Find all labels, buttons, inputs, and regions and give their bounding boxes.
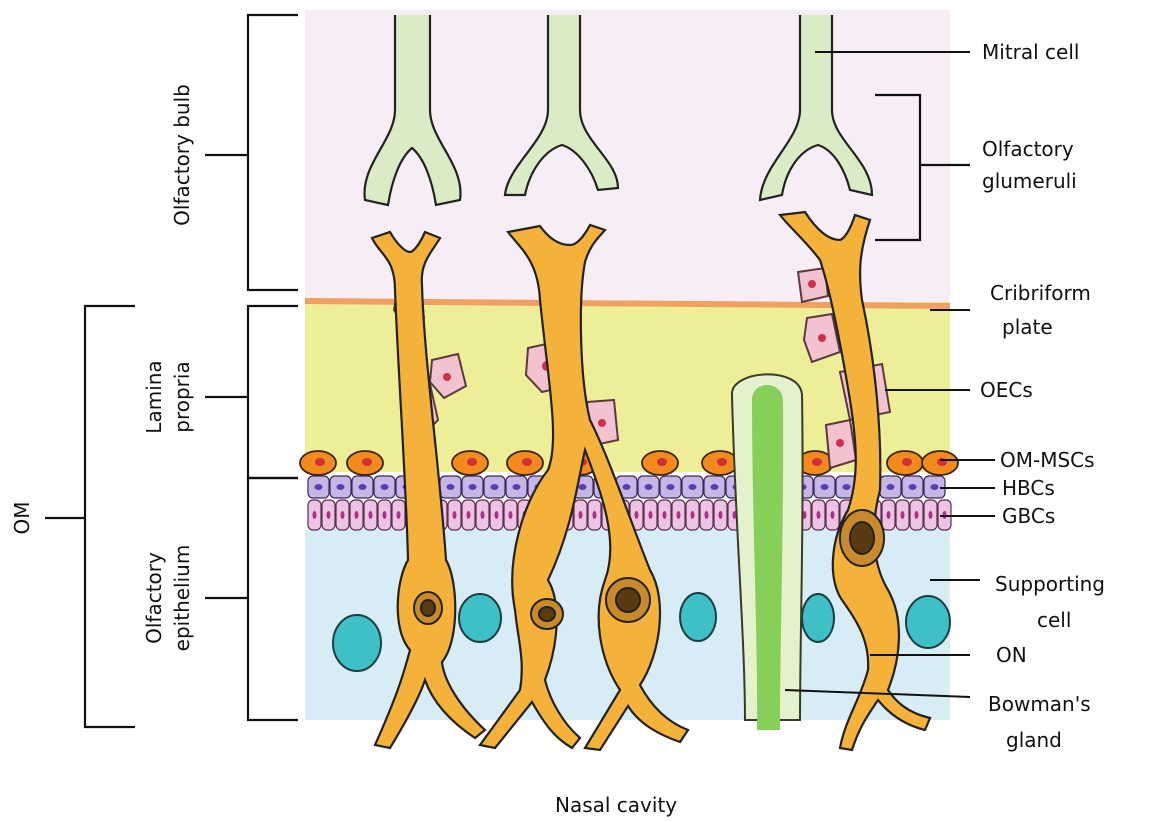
gbc-nucleus: [691, 511, 695, 519]
gbc-nucleus: [467, 511, 471, 519]
label-glumeruli-line2: glumeruli: [982, 165, 1077, 197]
om-msc-nucleus: [812, 458, 822, 466]
gbc-nucleus: [901, 511, 905, 519]
gbc-nucleus: [831, 511, 835, 519]
gbc-nucleus: [817, 511, 821, 519]
label-gbcs: GBCs: [1002, 504, 1055, 528]
label-olfactory-epithelium: Olfactory epithelium: [140, 545, 196, 652]
om-msc-nucleus: [315, 458, 325, 466]
hbc-nucleus: [315, 484, 323, 490]
gbc-nucleus: [705, 511, 709, 519]
om-msc-nucleus: [902, 458, 912, 466]
gbc-nucleus: [383, 511, 387, 519]
hbc-row: [308, 476, 945, 498]
om-msc-nucleus: [467, 458, 477, 466]
label-hbcs: HBCs: [1002, 476, 1055, 500]
olfactory-bulb-bracket: [248, 15, 298, 290]
label-lamina-line2: propria: [168, 360, 196, 433]
label-cribriform-plate: Cribriform plate: [990, 276, 1091, 344]
hbc-nucleus: [645, 484, 653, 490]
label-olfactory-bulb: Olfactory bulb: [170, 84, 194, 226]
gbc-nucleus: [887, 511, 891, 519]
gbc-nucleus: [649, 511, 653, 519]
label-epithelium-line2: epithelium: [168, 545, 196, 652]
gbc-nucleus: [509, 511, 513, 519]
label-om: OM: [10, 502, 34, 535]
hbc-nucleus: [579, 484, 587, 490]
gbc-nucleus: [313, 511, 317, 519]
hbc-nucleus: [711, 484, 719, 490]
label-lamina-propria: Lamina propria: [140, 360, 196, 433]
om-msc-nucleus: [522, 458, 532, 466]
gbc-nucleus: [369, 511, 373, 519]
label-oecs: OECs: [980, 378, 1033, 402]
hbc-nucleus: [447, 484, 455, 490]
hbc-nucleus: [337, 484, 345, 490]
label-olfactory-glumeruli: Olfactory glumeruli: [982, 133, 1077, 197]
label-bowmans-gland: Bowman's gland: [988, 686, 1091, 758]
hbc-nucleus: [909, 484, 917, 490]
olfactory-epithelium-bracket: [248, 478, 298, 720]
hbc-nucleus: [821, 484, 829, 490]
hbc-nucleus: [623, 484, 631, 490]
hbc-nucleus: [359, 484, 367, 490]
lamina-propria-bracket: [248, 306, 298, 478]
hbc-nucleus: [887, 484, 895, 490]
gbc-nucleus: [327, 511, 331, 519]
gbc-nucleus: [593, 511, 597, 519]
gbc-nucleus: [341, 511, 345, 519]
label-bowman-line2: gland: [988, 722, 1091, 758]
gbc-nucleus: [495, 511, 499, 519]
gbc-nucleus: [915, 511, 919, 519]
hbc-nucleus: [667, 484, 675, 490]
label-supporting-line1: Supporting: [995, 566, 1105, 602]
hbc-nucleus: [931, 484, 939, 490]
hbc-nucleus: [469, 484, 477, 490]
label-mitral-cell: Mitral cell: [982, 40, 1079, 64]
label-nasal-cavity: Nasal cavity: [555, 793, 677, 817]
hbc-nucleus: [513, 484, 521, 490]
om-bracket: [85, 306, 135, 727]
label-supporting-cell: Supporting cell: [995, 566, 1105, 638]
hbc-nucleus: [843, 484, 851, 490]
label-cribriform-line1: Cribriform: [990, 276, 1091, 310]
gbc-nucleus: [355, 511, 359, 519]
gbc-nucleus: [397, 511, 401, 519]
om-msc-nucleus: [362, 458, 372, 466]
om-msc-nucleus: [657, 458, 667, 466]
label-bowman-line1: Bowman's: [988, 686, 1091, 722]
om-msc-nucleus: [717, 458, 727, 466]
hbc-nucleus: [491, 484, 499, 490]
label-cribriform-line2: plate: [990, 310, 1091, 344]
gbc-nucleus: [663, 511, 667, 519]
label-lamina-line1: Lamina: [140, 360, 168, 433]
gbc-nucleus: [929, 511, 933, 519]
label-on: ON: [996, 643, 1027, 667]
label-epithelium-line1: Olfactory: [140, 545, 168, 652]
gbc-nucleus: [677, 511, 681, 519]
label-glumeruli-line1: Olfactory: [982, 133, 1077, 165]
gbc-nucleus: [453, 511, 457, 519]
label-om-mscs: OM-MSCs: [1000, 448, 1095, 472]
hbc-nucleus: [689, 484, 697, 490]
label-supporting-line2: cell: [995, 602, 1105, 638]
gbc-nucleus: [719, 511, 723, 519]
gbc-nucleus: [635, 511, 639, 519]
gbc-nucleus: [481, 511, 485, 519]
gbc-nucleus: [579, 511, 583, 519]
hbc-nucleus: [381, 484, 389, 490]
